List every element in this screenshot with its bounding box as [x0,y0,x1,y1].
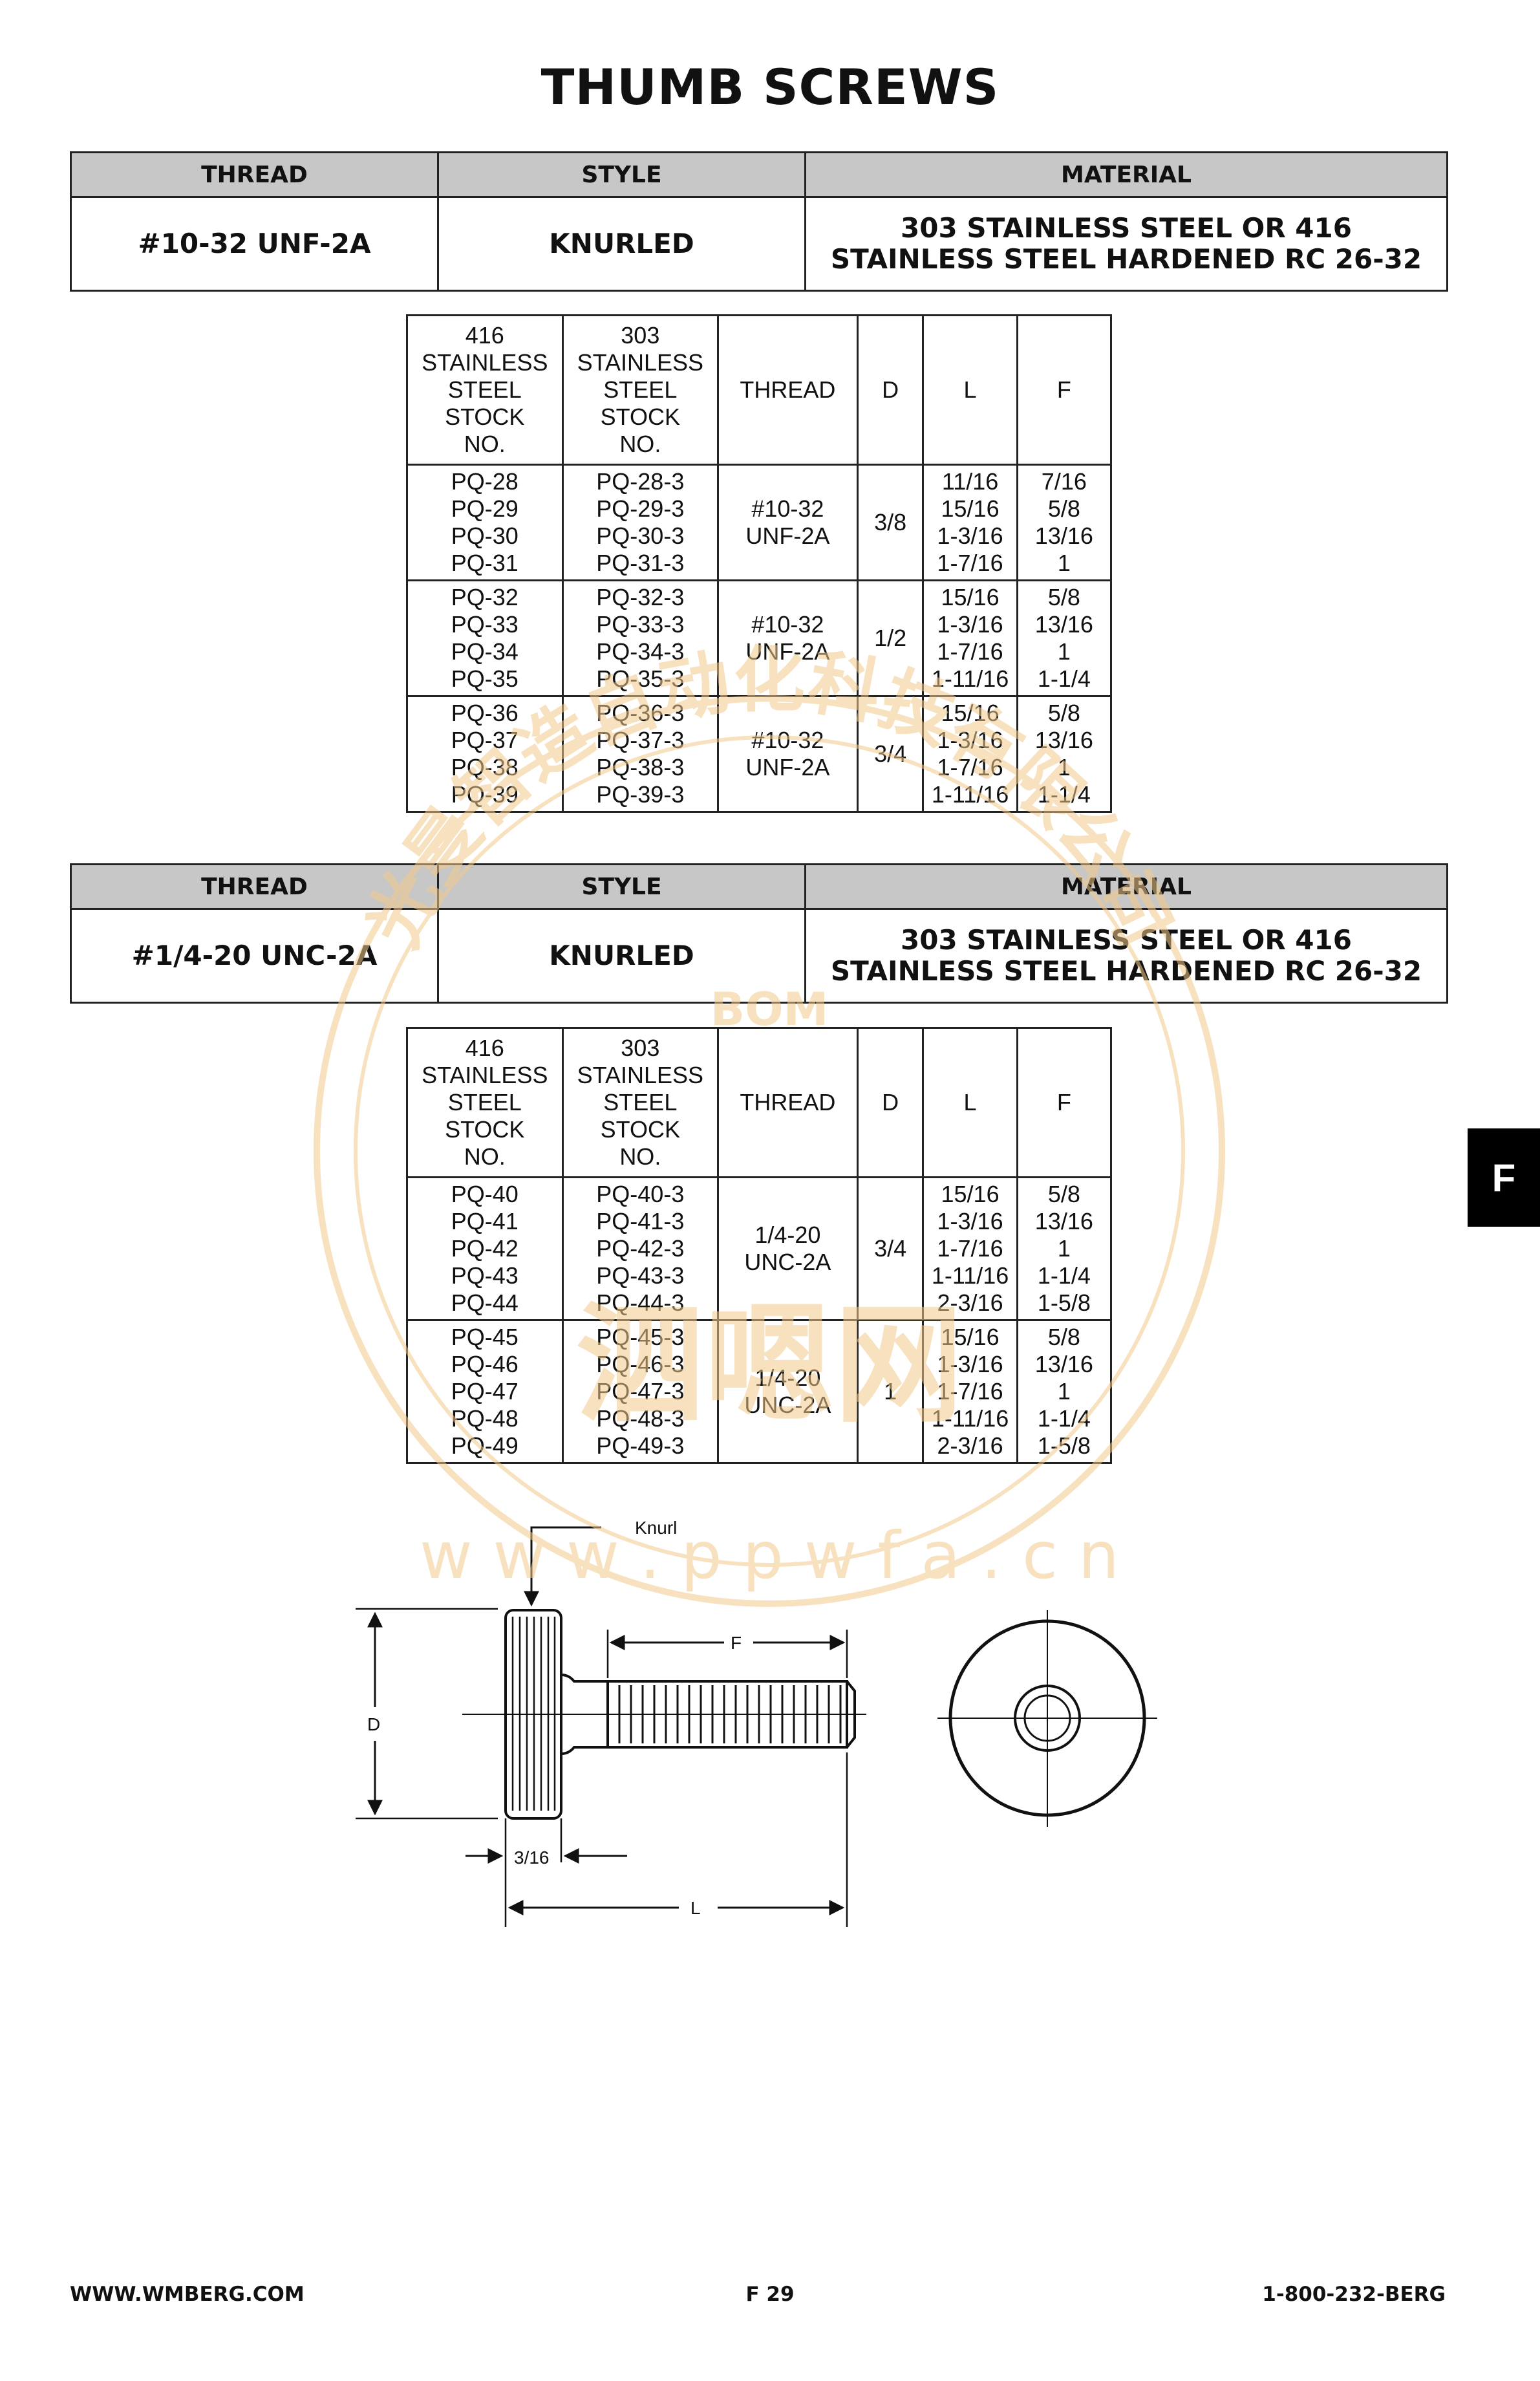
spec-table-2: THREAD STYLE MATERIAL #1/4-20 UNC-2A KNU… [70,863,1448,1004]
parts-table-1: 416 STAINLESS STEEL STOCK NO. 303 STAINL… [406,314,1113,813]
col-header-303-stock: 303 STAINLESS STEEL STOCK NO. [561,314,720,466]
stock-416-cell: PQ-32 PQ-33 PQ-34 PQ-35 [406,579,564,697]
material-line-1: 303 STAINLESS STEEL OR 416 [901,211,1352,244]
l-dimension-label: L [690,1898,701,1918]
f-cell: 5/8 13/16 1 1-1/4 1-5/8 [1016,1176,1113,1321]
l-cell: 15/16 1-3/16 1-7/16 1-11/16 2-3/16 [922,1319,1018,1464]
spec-material-value: 303 STAINLESS STEEL OR 416 STAINLESS STE… [804,196,1448,292]
stock-303-cell: PQ-32-3 PQ-33-3 PQ-34-3 PQ-35-3 [561,579,720,697]
d-cell: 1 [856,1319,925,1464]
spec-style-value: KNURLED [437,908,806,1004]
col-header-thread: THREAD [717,1027,859,1178]
l-cell: 15/16 1-3/16 1-7/16 1-11/16 [922,695,1018,813]
section-tab: F [1468,1128,1540,1227]
thread-cell: #10-32 UNF-2A [717,695,859,813]
col-header-d: D [856,314,925,466]
d-cell: 3/4 [856,695,925,813]
l-cell: 15/16 1-3/16 1-7/16 1-11/16 2-3/16 [922,1176,1018,1321]
footer-page-number: F 29 [745,2283,795,2306]
spec-header-material: MATERIAL [804,863,1448,910]
spec-thread-value: #1/4-20 UNC-2A [70,908,439,1004]
col-header-d: D [856,1027,925,1178]
spec-header-style: STYLE [437,151,806,198]
spec-header-style: STYLE [437,863,806,910]
d-cell: 3/4 [856,1176,925,1321]
spec-table-1: THREAD STYLE MATERIAL #10-32 UNF-2A KNUR… [70,151,1448,292]
f-dimension-label: F [731,1633,742,1653]
stock-303-cell: PQ-36-3 PQ-37-3 PQ-38-3 PQ-39-3 [561,695,720,813]
l-cell: 11/16 15/16 1-3/16 1-7/16 [922,464,1018,581]
knurl-label: Knurl [635,1518,677,1538]
stock-416-cell: PQ-45 PQ-46 PQ-47 PQ-48 PQ-49 [406,1319,564,1464]
head-width-label: 3/16 [514,1848,550,1868]
thumb-screw-diagram: Knurl F D 3/16 L [356,1518,1157,1927]
material-line-2: STAINLESS STEEL HARDENED RC 26-32 [830,955,1422,987]
f-cell: 5/8 13/16 1 1-1/4 [1016,695,1113,813]
stock-416-cell: PQ-40 PQ-41 PQ-42 PQ-43 PQ-44 [406,1176,564,1321]
thread-cell: 1/4-20 UNC-2A [717,1319,859,1464]
page-title: THUMB SCREWS [540,58,1000,116]
thread-cell: #10-32 UNF-2A [717,464,859,581]
spec-header-material: MATERIAL [804,151,1448,198]
d-cell: 1/2 [856,579,925,697]
col-header-416-stock: 416 STAINLESS STEEL STOCK NO. [406,1027,564,1178]
f-cell: 5/8 13/16 1 1-1/4 [1016,579,1113,697]
table-row: PQ-28 PQ-29 PQ-30 PQ-31 PQ-28-3 PQ-29-3 … [406,464,1113,581]
col-header-f: F [1016,314,1113,466]
table-row: PQ-32 PQ-33 PQ-34 PQ-35 PQ-32-3 PQ-33-3 … [406,579,1113,697]
col-header-f: F [1016,1027,1113,1178]
d-cell: 3/8 [856,464,925,581]
thread-cell: 1/4-20 UNC-2A [717,1176,859,1321]
table-row: PQ-36 PQ-37 PQ-38 PQ-39 PQ-36-3 PQ-37-3 … [406,695,1113,813]
table-row: PQ-45 PQ-46 PQ-47 PQ-48 PQ-49 PQ-45-3 PQ… [406,1319,1113,1464]
footer-phone: 1-800-232-BERG [1262,2283,1446,2306]
stock-416-cell: PQ-28 PQ-29 PQ-30 PQ-31 [406,464,564,581]
parts-table-2: 416 STAINLESS STEEL STOCK NO. 303 STAINL… [406,1027,1113,1464]
footer-website: WWW.WMBERG.COM [70,2283,305,2306]
stock-303-cell: PQ-40-3 PQ-41-3 PQ-42-3 PQ-43-3 PQ-44-3 [561,1176,720,1321]
stock-303-cell: PQ-45-3 PQ-46-3 PQ-47-3 PQ-48-3 PQ-49-3 [561,1319,720,1464]
spec-style-value: KNURLED [437,196,806,292]
d-dimension-label: D [367,1714,380,1734]
stock-303-cell: PQ-28-3 PQ-29-3 PQ-30-3 PQ-31-3 [561,464,720,581]
stock-416-cell: PQ-36 PQ-37 PQ-38 PQ-39 [406,695,564,813]
f-cell: 7/16 5/8 13/16 1 [1016,464,1113,581]
spec-thread-value: #10-32 UNF-2A [70,196,439,292]
f-cell: 5/8 13/16 1 1-1/4 1-5/8 [1016,1319,1113,1464]
l-cell: 15/16 1-3/16 1-7/16 1-11/16 [922,579,1018,697]
table-row: PQ-40 PQ-41 PQ-42 PQ-43 PQ-44 PQ-40-3 PQ… [406,1176,1113,1321]
spec-header-thread: THREAD [70,863,439,910]
thread-cell: #10-32 UNF-2A [717,579,859,697]
col-header-thread: THREAD [717,314,859,466]
col-header-416-stock: 416 STAINLESS STEEL STOCK NO. [406,314,564,466]
col-header-l: L [922,1027,1018,1178]
material-line-2: STAINLESS STEEL HARDENED RC 26-32 [830,243,1422,275]
col-header-l: L [922,314,1018,466]
col-header-303-stock: 303 STAINLESS STEEL STOCK NO. [561,1027,720,1178]
material-line-1: 303 STAINLESS STEEL OR 416 [901,923,1352,956]
spec-header-thread: THREAD [70,151,439,198]
spec-material-value: 303 STAINLESS STEEL OR 416 STAINLESS STE… [804,908,1448,1004]
